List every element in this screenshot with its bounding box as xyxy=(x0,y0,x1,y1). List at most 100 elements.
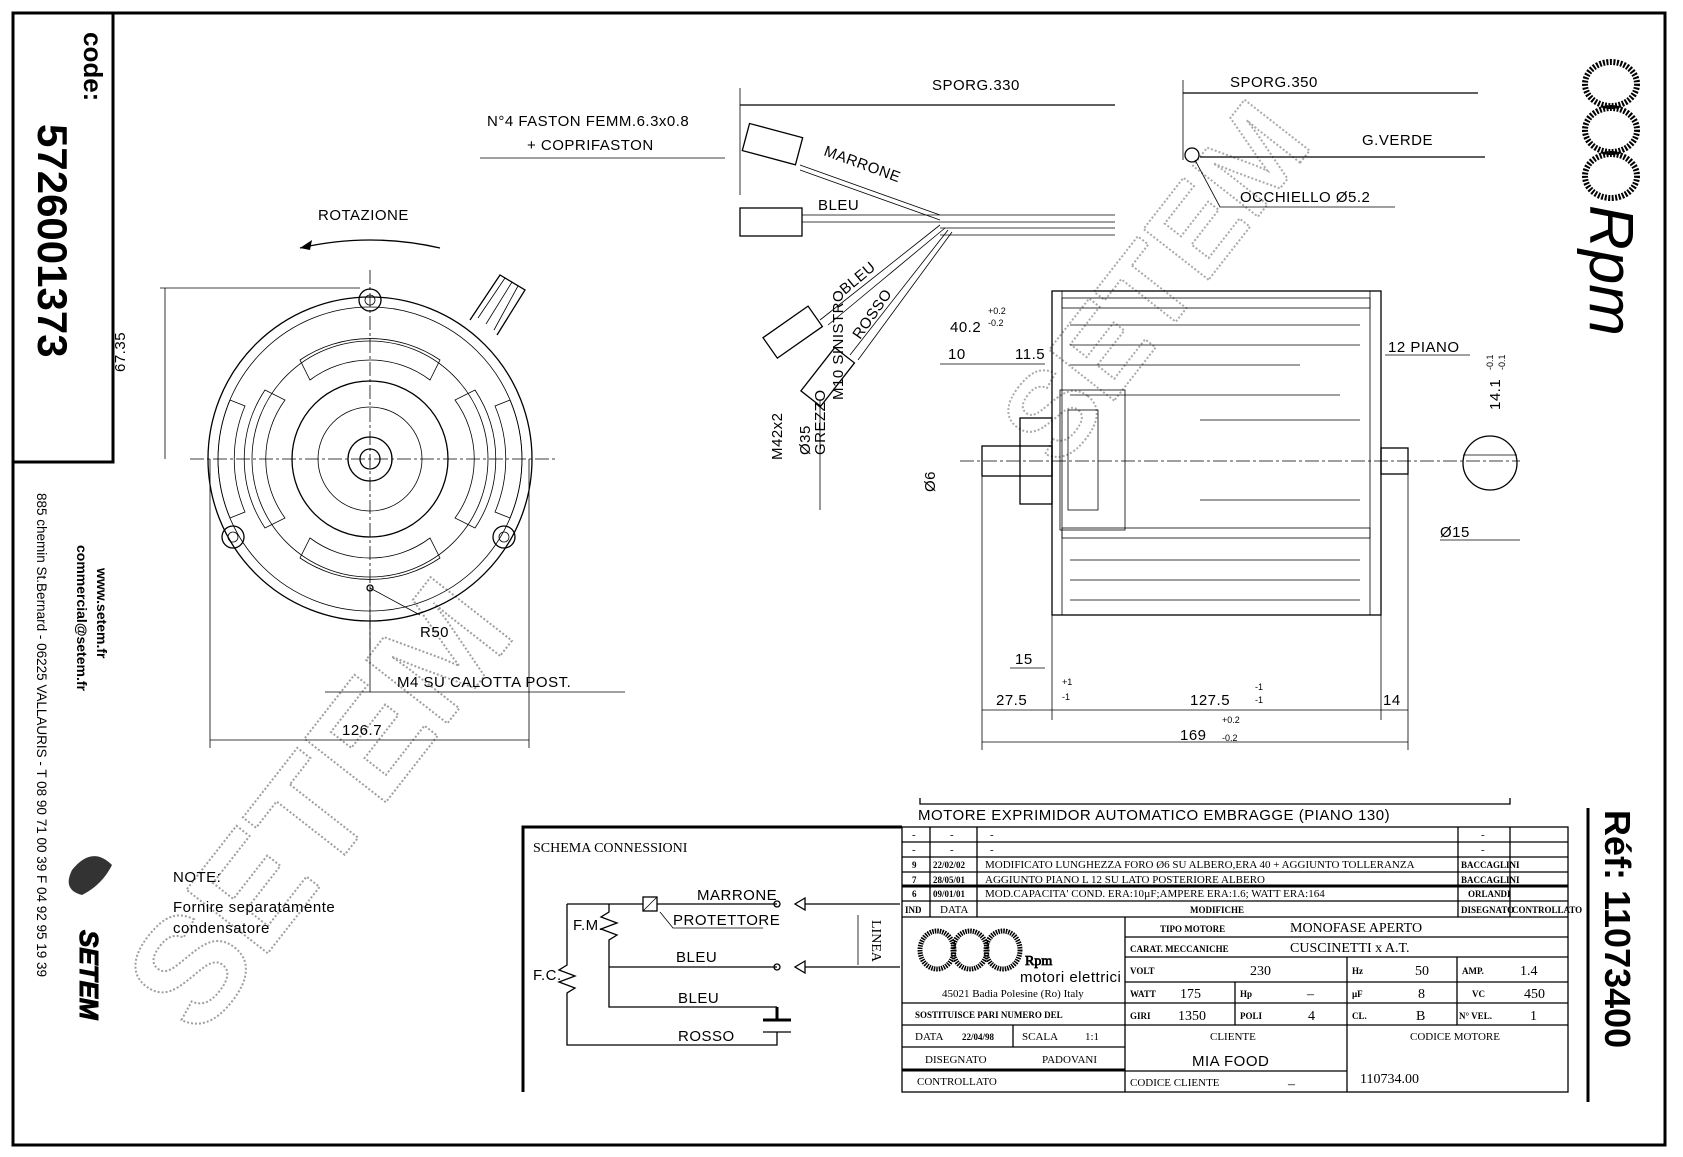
schematic-bleu-2: BLEU xyxy=(678,990,719,1007)
codice-cliente-label: CODICE CLIENTE xyxy=(1130,1077,1220,1089)
flat-label: 12 PIANO xyxy=(1388,339,1460,356)
sporg-350: SPORG.350 xyxy=(1230,74,1318,91)
side-view: 40.2 +0.2 -0.2 10 11.5 M10 SINISTRO M42x… xyxy=(769,290,1520,750)
faston-connector xyxy=(739,207,803,237)
faston-note-2: + COPRIFASTON xyxy=(527,137,654,154)
scala-label: SCALA xyxy=(1022,1031,1058,1043)
dim-10: 10 xyxy=(948,346,966,363)
poli-label: POLI xyxy=(1240,1011,1263,1021)
rev-date: - xyxy=(950,829,954,841)
mounting-hole-left xyxy=(221,525,245,549)
notes-title: NOTE: xyxy=(173,869,221,886)
wire-rosso: ROSSO xyxy=(849,286,895,342)
poli-value: 4 xyxy=(1308,1009,1315,1024)
rev-ind: - xyxy=(912,829,916,841)
cliente-label: CLIENTE xyxy=(1210,1031,1256,1043)
tol: +0.2 xyxy=(988,306,1006,316)
tol: -0.2 xyxy=(988,318,1004,328)
notes-line-1: Fornire separatamente xyxy=(173,899,335,916)
grezzo-label: GREZZO xyxy=(812,390,829,456)
ground-eyelet-icon xyxy=(1184,147,1200,163)
hp-label: Hp xyxy=(1240,989,1252,999)
capacitor-icon xyxy=(763,1007,791,1022)
faston-connector xyxy=(741,122,804,166)
setem-bird-icon xyxy=(68,856,112,895)
tol: -1 xyxy=(1255,695,1263,705)
fc-winding xyxy=(557,904,778,1046)
tol: +1 xyxy=(1062,677,1072,687)
dim-127-5: 127.5 xyxy=(1190,692,1230,709)
screw-note: M4 SU CALOTTA POST. xyxy=(397,674,571,691)
company-sub: motori elettrici xyxy=(1020,969,1121,986)
carat-label: CARAT. MECCANICHE xyxy=(1130,944,1229,954)
rev-date: 28/05/01 xyxy=(933,875,966,885)
dim-11-5: 11.5 xyxy=(1015,346,1045,363)
faston-note-1: N°4 FASTON FEMM.6.3x0.8 xyxy=(487,113,689,130)
rev-text: MOD.CAPACITA' COND. ERA:10µF;AMPERE ERA:… xyxy=(985,888,1325,900)
email-link[interactable]: commercial@setem.fr xyxy=(74,545,90,691)
dim-14-1: 14.1 xyxy=(1487,379,1504,410)
website-link[interactable]: www.setem.fr xyxy=(94,567,110,659)
schematic-rosso: ROSSO xyxy=(678,1028,735,1045)
shaft-section xyxy=(1462,435,1518,491)
thread-m10: M10 SINISTRO xyxy=(830,290,847,400)
rev-drawn: - xyxy=(1481,844,1485,856)
volt-value: 230 xyxy=(1250,964,1271,979)
fm-winding xyxy=(599,904,777,1008)
hz-value: 50 xyxy=(1415,964,1429,979)
rotation-label: ROTAZIONE xyxy=(318,207,409,224)
notes-line-2: condensatore xyxy=(173,920,270,937)
revision-row: - - - - xyxy=(912,844,1485,856)
watt-value: 175 xyxy=(1180,987,1201,1002)
codice-motore-value: 110734.00 xyxy=(1360,1072,1419,1087)
cable-outlet xyxy=(469,274,526,336)
header-date: DATA xyxy=(940,904,969,916)
schematic-bleu: BLEU xyxy=(676,949,717,966)
wire-ground: G.VERDE xyxy=(1362,132,1433,149)
schematic-fm: F.M. xyxy=(573,917,603,934)
ref-label: Réf: 11073400 xyxy=(1597,810,1638,1048)
company-logo: Rpm motori elettrici 45021 Badia Polesin… xyxy=(917,928,1121,1000)
drawing-border xyxy=(11,11,1667,1147)
codice-motore-label: CODICE MOTORE xyxy=(1410,1031,1500,1043)
nvel-label: N° VEL. xyxy=(1459,1011,1492,1021)
dim-width: 126.7 xyxy=(342,722,382,739)
header-checked: CONTROLLATO xyxy=(1512,905,1582,915)
scala-value: 1:1 xyxy=(1085,1031,1099,1043)
schematic-marrone: MARRONE xyxy=(697,887,777,904)
title-bracket xyxy=(919,798,1511,805)
notes: NOTE: Fornire separatamente condensatore xyxy=(173,869,335,937)
rev-ind: 6 xyxy=(912,889,917,899)
header-drawn: DISEGNATO xyxy=(1461,905,1514,915)
rev-text: MODIFICATO LUNGHEZZA FORO Ø6 SU ALBERO,E… xyxy=(985,859,1415,871)
sostituisce-label: SOSTITUISCE PARI NUMERO DEL xyxy=(915,1010,1063,1020)
header-ind: IND xyxy=(905,905,922,915)
tipo-motore-label: TIPO MOTORE xyxy=(1160,924,1225,934)
company-logo-text: Rpm xyxy=(1025,954,1052,969)
dim-14: 14 xyxy=(1383,692,1401,709)
tol: -0.1 xyxy=(1485,354,1495,370)
uf-label: µF xyxy=(1352,989,1363,999)
data-value: 22/04/98 xyxy=(962,1032,995,1042)
revision-table: - - - - - - - - 9 22/02/02 MODIFICATO LU… xyxy=(905,829,1582,916)
rev-date: - xyxy=(950,844,954,856)
dim-169: 169 xyxy=(1180,727,1207,744)
watermark-setem: SETEM xyxy=(93,549,544,1060)
rev-text: AGGIUNTO PIANO L 12 SU LATO POSTERIORE A… xyxy=(985,874,1265,886)
vc-value: 450 xyxy=(1524,987,1545,1002)
faston-connector xyxy=(800,346,856,408)
tol: +0.2 xyxy=(1222,715,1240,725)
eyelet-label: OCCHIELLO Ø5.2 xyxy=(1240,189,1370,206)
carat-value: CUSCINETTI x A.T. xyxy=(1290,941,1410,956)
schematic-protettore: PROTETTORE xyxy=(673,912,780,929)
code-label: code: xyxy=(78,32,108,101)
cl-value: B xyxy=(1416,1009,1425,1024)
rpm-logo-text: Rpm xyxy=(1576,205,1645,336)
drawing-title: MOTORE EXPRIMIDOR AUTOMATICO EMBRAGGE (P… xyxy=(918,807,1390,824)
hp-value: – xyxy=(1306,987,1315,1002)
code-box xyxy=(13,13,115,464)
wire-bleu-top: BLEU xyxy=(818,197,859,214)
address-text: 885 chemin St.Bernard - 06225 VALLAURIS … xyxy=(34,493,49,977)
radius-label: R50 xyxy=(420,624,449,641)
